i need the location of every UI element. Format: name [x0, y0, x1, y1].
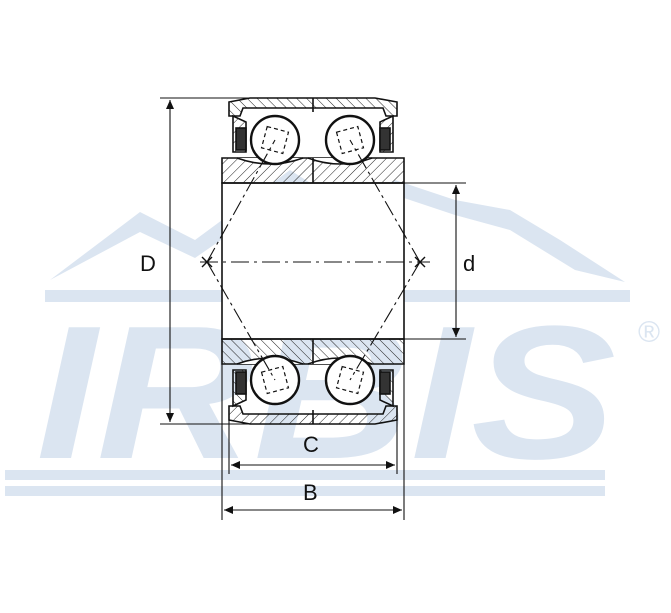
seal-bottom-left [235, 371, 247, 395]
contact-angle-lines [206, 139, 421, 381]
watermark-mountain [50, 170, 625, 282]
inner-ring-bottom [221, 338, 405, 365]
inner-ring-top [221, 157, 405, 184]
label-inner-ring-width: B [303, 480, 318, 505]
cage-markers [260, 125, 365, 395]
dimension-lines [160, 97, 466, 520]
label-outer-ring-width: C [303, 432, 319, 457]
seal-top-left [235, 127, 247, 151]
label-bore-diameter: d [463, 251, 475, 276]
watermark-registered-mark: ® [638, 316, 660, 349]
seal-bottom-right [379, 371, 391, 395]
watermark-stripe-bottom-2 [5, 486, 605, 496]
seal-top-right [379, 127, 391, 151]
bore-outline [221, 182, 405, 340]
label-outer-diameter: D [140, 251, 156, 276]
watermark-stripe-bottom [5, 470, 605, 480]
